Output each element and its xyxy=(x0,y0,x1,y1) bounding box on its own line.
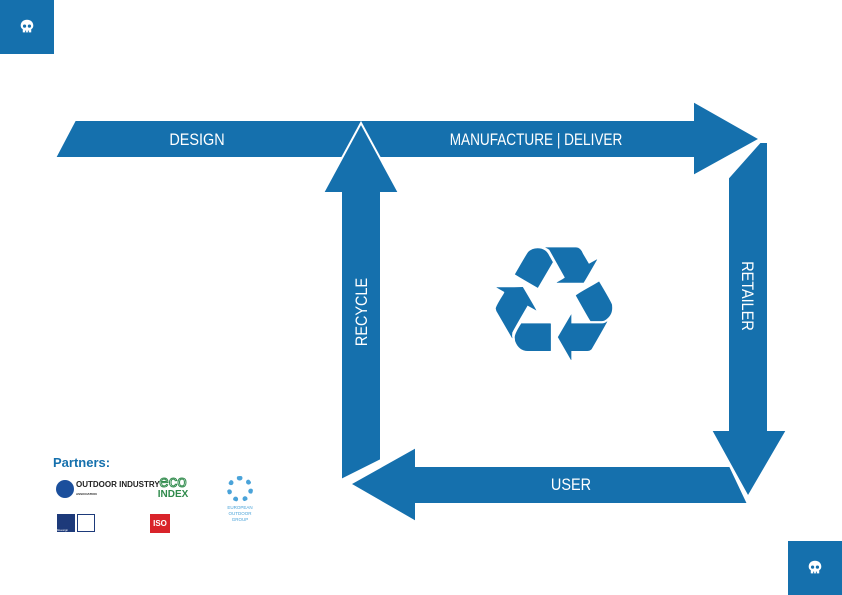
bluesign-logo: bluesign xyxy=(57,514,95,532)
user-label: USER xyxy=(551,476,591,494)
bottom-right-corner-badge xyxy=(788,541,842,595)
logo-text: OUTDOOR INDUSTRY xyxy=(76,479,160,489)
logo-text: EUROPEAN xyxy=(227,505,253,510)
top-left-corner-badge xyxy=(0,0,54,54)
recycle-label: RECYCLE xyxy=(353,278,371,346)
skull-icon xyxy=(808,560,822,574)
logo-sub: OUTDOOR GROUP xyxy=(228,511,252,522)
logo-text: eco xyxy=(159,472,187,491)
design-label: DESIGN xyxy=(169,131,224,149)
manufacture-deliver-label: MANUFACTURE | DELIVER xyxy=(450,131,623,150)
user-arrow xyxy=(347,445,750,524)
outdoor-industry-logo: OUTDOOR INDUSTRY ASSOCIATION xyxy=(56,480,160,498)
iso-logo: ISO xyxy=(150,514,170,533)
design-manufacture-arrow xyxy=(53,99,763,178)
recycle-icon: ♻ xyxy=(482,211,625,398)
recycle-arrow xyxy=(321,120,401,482)
logo-text: bluesign xyxy=(57,514,75,532)
logo-sub: ASSOCIATION xyxy=(76,491,97,496)
eco-index-logo: eco INDEX xyxy=(148,472,198,501)
skull-icon xyxy=(20,19,34,33)
retailer-label: RETAILER xyxy=(738,261,756,331)
partners-title: Partners: xyxy=(53,455,111,470)
retailer-arrow xyxy=(709,141,789,500)
logo-sub: INDEX xyxy=(157,489,189,500)
